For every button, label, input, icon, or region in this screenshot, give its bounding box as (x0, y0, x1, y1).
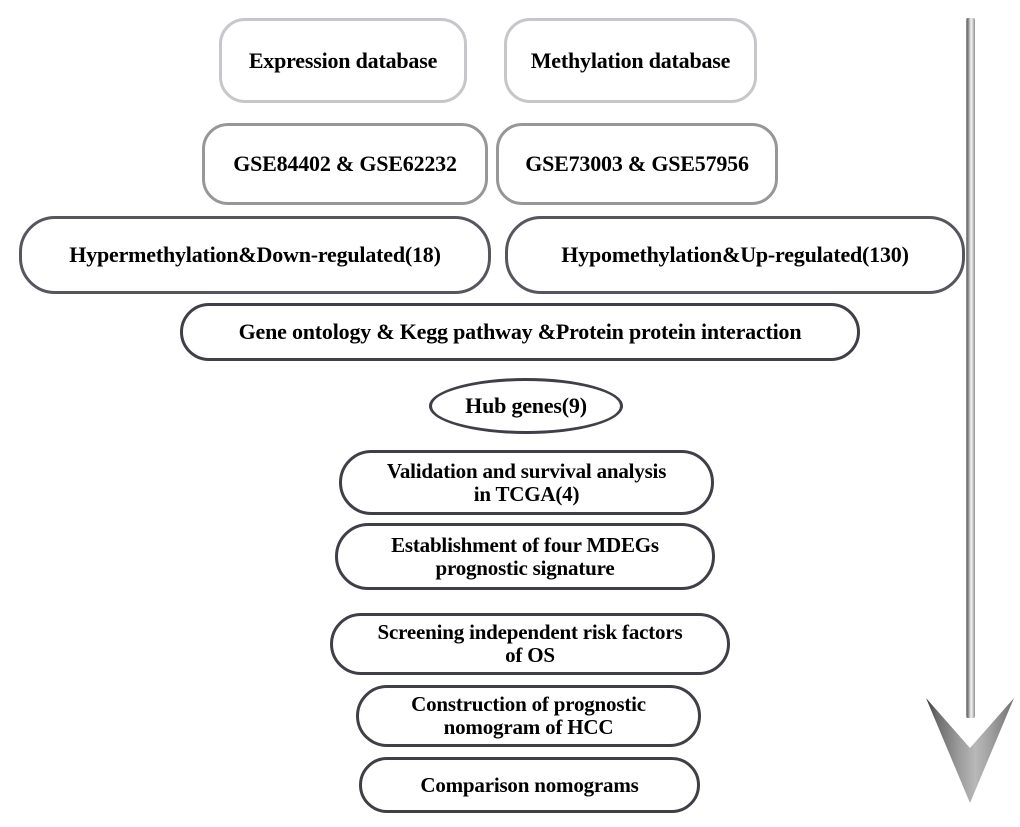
node-establishment-signature: Establishment of four MDEGs prognostic s… (335, 523, 715, 590)
node-hypermethylation-downregulated: Hypermethylation&Down-regulated(18) (19, 216, 491, 294)
node-enrichment-analysis: Gene ontology & Kegg pathway &Protein pr… (180, 303, 860, 361)
node-hypomethylation-upregulated: Hypomethylation&Up-regulated(130) (505, 216, 965, 294)
arrow-head-icon (926, 698, 1014, 803)
node-hub-genes: Hub genes(9) (429, 378, 623, 434)
node-expression-database: Expression database (219, 18, 467, 103)
node-construction-nomogram: Construction of prognostic nomogram of H… (356, 685, 701, 747)
workflow-direction-arrow (920, 8, 1020, 808)
node-gse-expression-datasets: GSE84402 & GSE62232 (202, 123, 488, 205)
node-methylation-database: Methylation database (504, 18, 757, 103)
node-screening-risk-factors: Screening independent risk factors of OS (330, 613, 730, 675)
node-comparison-nomograms: Comparison nomograms (359, 757, 700, 813)
node-gse-methylation-datasets: GSE73003 & GSE57956 (496, 123, 778, 205)
arrow-shaft (966, 18, 975, 718)
node-validation-tcga: Validation and survival analysis in TCGA… (339, 450, 714, 515)
